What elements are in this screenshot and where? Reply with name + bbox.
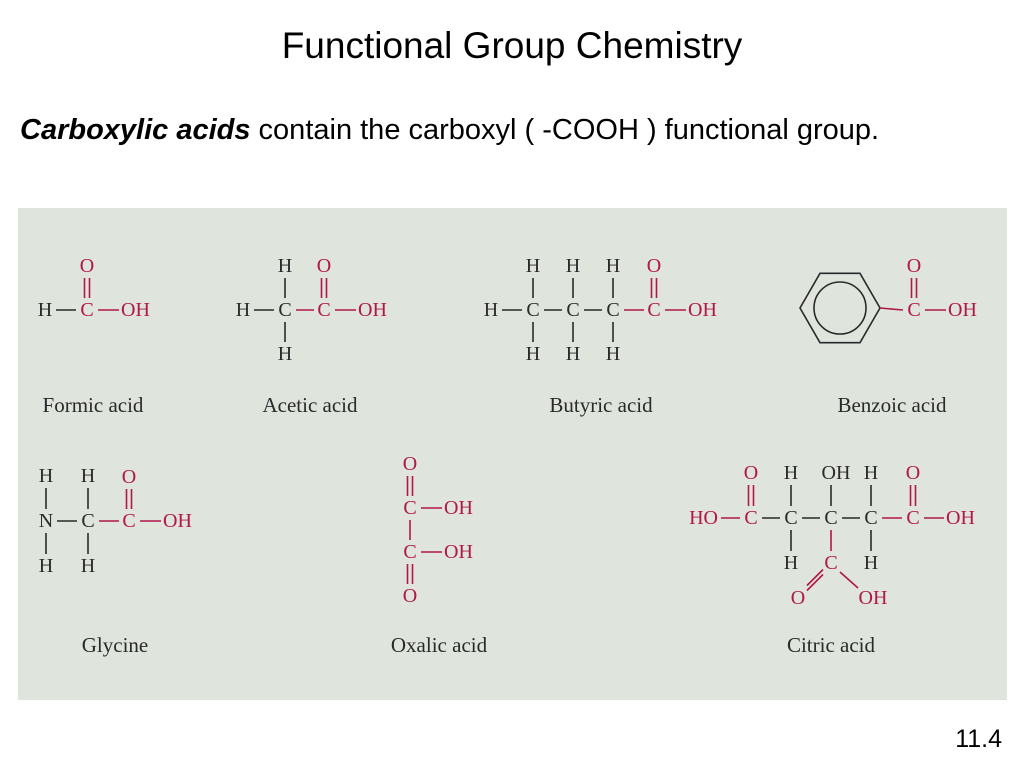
atom-label: C (526, 299, 539, 321)
molecule-name-glycine: Glycine (82, 633, 148, 657)
atom-label: OH (358, 299, 387, 321)
intro-rest: contain the carboxyl ( -COOH ) functiona… (250, 114, 880, 146)
atom-label: C (81, 510, 94, 532)
atom-label: N (39, 510, 53, 532)
atom-label: O (317, 255, 331, 277)
atom-label: H (784, 552, 798, 574)
atom-label: H (526, 255, 540, 277)
atom-label: C (403, 497, 416, 519)
atom-label: C (907, 299, 920, 321)
atom-label: OH (444, 541, 473, 563)
atom-label: H (606, 255, 620, 277)
atom-label: H (81, 555, 95, 577)
bond (806, 568, 824, 587)
page-number: 11.4 (955, 725, 1002, 753)
intro-term: Carboxylic acids (20, 114, 251, 146)
atom-label: H (784, 462, 798, 484)
benzene-ring (799, 272, 881, 344)
atom-label: H (38, 299, 52, 321)
atom-label: O (791, 587, 805, 609)
atom-label: O (122, 466, 136, 488)
atom-label: O (906, 462, 920, 484)
molecule-name-oxalic: Oxalic acid (391, 633, 488, 657)
atom-label: H (864, 552, 878, 574)
atom-label: OH (822, 462, 851, 484)
molecule-formic: H CO OH Formic acid (38, 255, 150, 417)
atom-label: OH (163, 510, 192, 532)
molecule-benzoic: CO OH Benzoic acid (799, 255, 977, 417)
atom-label: C (824, 552, 837, 574)
atom-label: HO (689, 507, 718, 529)
molecule-name-formic: Formic acid (43, 393, 144, 417)
atom-label: H (864, 462, 878, 484)
atom-label: C (606, 299, 619, 321)
atom-label: C (784, 507, 797, 529)
atom-label: O (403, 585, 417, 607)
molecule-name-citric: Citric acid (787, 633, 876, 657)
atom-label: O (744, 462, 758, 484)
atom-label: OH (946, 507, 975, 529)
atom-label: OH (444, 497, 473, 519)
atom-label: C (744, 507, 757, 529)
atom-label: H (526, 343, 540, 365)
atom-label: H (278, 255, 292, 277)
atom-label: H (39, 555, 53, 577)
atom-label: OH (859, 587, 888, 609)
bond (839, 571, 859, 589)
atom-label: O (403, 453, 417, 475)
atom-label: C (864, 507, 877, 529)
bond (879, 307, 904, 311)
bond (806, 573, 824, 592)
atom-label: C (122, 510, 135, 532)
atom-label: OH (948, 299, 977, 321)
atom-label: C (403, 541, 416, 563)
atom-label: H (278, 343, 292, 365)
atom-label: O (907, 255, 921, 277)
atom-label: H (566, 343, 580, 365)
aromatic-circle (813, 281, 867, 335)
atom-label: C (566, 299, 579, 321)
atom-label: C (80, 299, 93, 321)
atom-label: C (824, 507, 837, 529)
molecule-name-acetic: Acetic acid (262, 393, 358, 417)
atom-label: O (647, 255, 661, 277)
atom-label: C (278, 299, 291, 321)
molecule-name-benzoic: Benzoic acid (837, 393, 947, 417)
atom-label: H (39, 465, 53, 487)
atom-label: H (566, 255, 580, 277)
atom-label: O (80, 255, 94, 277)
atom-label: C (317, 299, 330, 321)
atom-label: OH (121, 299, 150, 321)
slide-title: Functional Group Chemistry (281, 25, 743, 66)
atom-label: H (484, 299, 498, 321)
molecule-name-butyric: Butyric acid (549, 393, 653, 417)
atom-label: OH (688, 299, 717, 321)
atom-label: C (906, 507, 919, 529)
atom-label: C (647, 299, 660, 321)
atom-label: H (606, 343, 620, 365)
intro-text: Carboxylic acids contain the carboxyl ( … (20, 110, 980, 150)
atom-label: H (81, 465, 95, 487)
atom-label: H (236, 299, 250, 321)
